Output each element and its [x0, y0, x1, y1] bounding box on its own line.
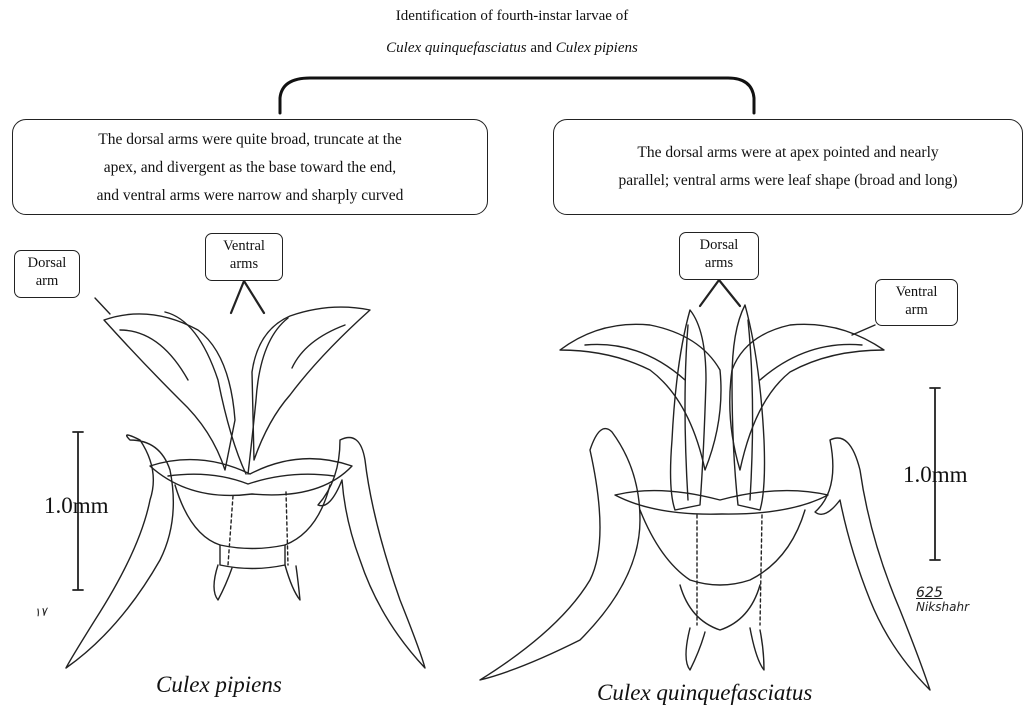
pointer-right-ventral	[852, 325, 875, 335]
pipiens-right-hook	[318, 438, 425, 669]
quinque-bowl	[640, 510, 805, 585]
quinque-dashed-line-right	[760, 515, 762, 625]
callout-left-dorsal-arm: Dorsal arm	[14, 250, 80, 298]
quinquefasciatus-drawing	[480, 305, 930, 690]
pipiens-dorsal-arm-right	[252, 307, 370, 460]
pipiens-dashed-line-left	[228, 496, 233, 565]
description-line: and ventral arms were narrow and sharply…	[13, 182, 487, 210]
description-line: The dorsal arms were at apex pointed and…	[554, 139, 1022, 167]
quinque-lower-tooth-left	[686, 628, 705, 670]
pipiens-lower-tooth-right	[285, 565, 300, 600]
pipiens-dashed-line-right	[286, 492, 288, 565]
callout-text: arms	[206, 255, 282, 273]
callout-text: arm	[15, 272, 79, 290]
description-box-quinquefasciatus: The dorsal arms were at apex pointed and…	[553, 119, 1023, 215]
quinque-ventral-arm-left-inner	[585, 344, 685, 380]
description-line: The dorsal arms were quite broad, trunca…	[13, 126, 487, 154]
description-box-pipiens: The dorsal arms were quite broad, trunca…	[12, 119, 488, 215]
pipiens-central-lip	[150, 459, 352, 496]
signature-left: ۱۷	[33, 604, 47, 619]
quinque-left-hook	[480, 429, 640, 680]
description-line: parallel; ventral arms were leaf shape (…	[554, 167, 1022, 195]
quinque-dorsal-arm-right	[732, 305, 765, 510]
callout-text: arms	[680, 254, 758, 272]
callout-text: arm	[876, 301, 957, 319]
signature-number: 625	[916, 586, 969, 600]
callout-text: Ventral	[206, 237, 282, 255]
pointer-left-dorsal	[95, 298, 110, 314]
pipiens-lower-tooth-left	[214, 565, 232, 600]
quinque-base	[680, 585, 760, 630]
scale-label-left: 1.0mm	[44, 493, 109, 519]
pipiens-left-hook	[66, 435, 173, 668]
callout-right-dorsal-arms: Dorsal arms	[679, 232, 759, 280]
quinque-dorsal-arm-left-inner	[685, 325, 688, 500]
pipiens-dorsal-arm-left-inner	[120, 330, 188, 380]
pointer-left-ventral	[231, 281, 264, 313]
pointer-right-dorsal	[700, 280, 740, 306]
description-line: apex, and divergent as the base toward t…	[13, 154, 487, 182]
pipiens-central-lip-inner	[168, 474, 334, 484]
species-label-pipiens: Culex pipiens	[156, 672, 282, 698]
pipiens-dorsal-arm-left	[104, 314, 235, 470]
signature-name: Nikshahr	[916, 600, 969, 614]
signature-right: 625 Nikshahr	[916, 586, 969, 614]
quinque-dorsal-arm-left	[671, 310, 706, 510]
bracket-connector	[280, 78, 754, 113]
pipiens-drawing	[66, 307, 425, 668]
callout-text: Ventral	[876, 283, 957, 301]
callout-right-ventral-arm: Ventral arm	[875, 279, 958, 326]
callout-text: Dorsal	[680, 236, 758, 254]
quinque-dorsal-arm-right-inner	[748, 320, 753, 500]
callout-left-ventral-arms: Ventral arms	[205, 233, 283, 281]
quinque-ventral-arm-left	[560, 324, 721, 470]
quinque-lower-tooth-right	[750, 628, 764, 670]
callout-text: Dorsal	[15, 254, 79, 272]
species-label-quinquefasciatus: Culex quinquefasciatus	[597, 680, 812, 706]
quinque-central-lip	[615, 491, 828, 515]
scale-label-right: 1.0mm	[903, 462, 968, 488]
